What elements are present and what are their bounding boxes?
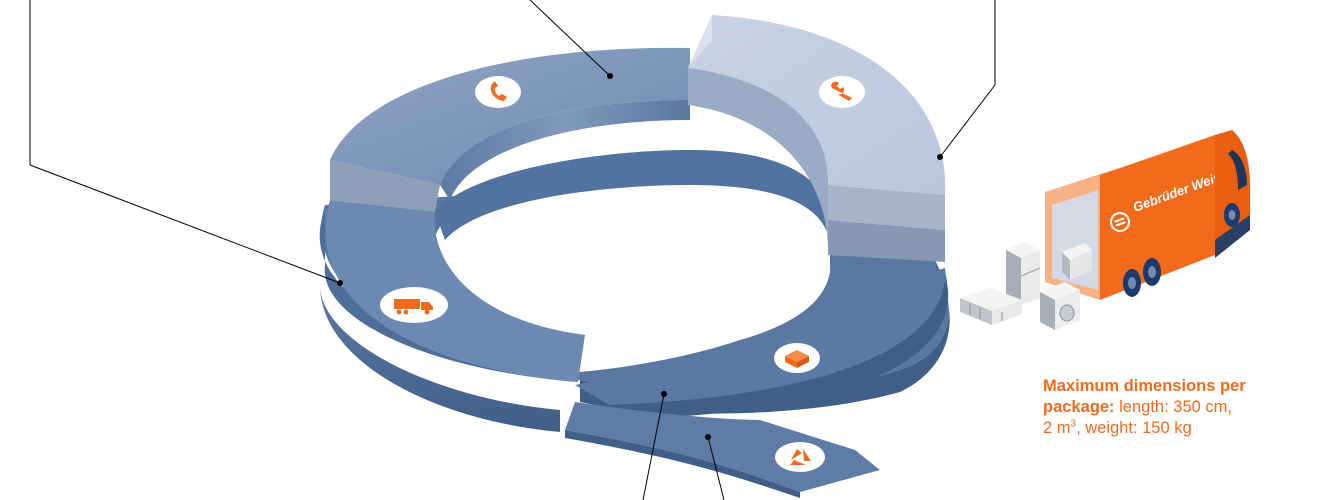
ring-base-side	[320, 285, 560, 432]
washing-machine-icon	[1040, 282, 1080, 330]
recycle-segment	[565, 402, 880, 498]
phone-icon	[475, 76, 521, 108]
box-icon	[774, 343, 820, 373]
brand-logo-icon	[1110, 212, 1130, 232]
leader-line-truck-2	[29, 164, 341, 284]
trailer-side	[1100, 135, 1215, 300]
max-dimensions-callout: Maximum dimensions per package: length: …	[1043, 376, 1303, 439]
truck-segment	[319, 200, 585, 382]
box-segment	[575, 268, 949, 420]
leader-line-phone	[529, 0, 611, 77]
callout-volume-number: 2 m	[1043, 419, 1071, 437]
callout-volume-exponent: 3	[1070, 418, 1077, 430]
truck-windshield	[1228, 150, 1247, 190]
leader-dot-box	[661, 391, 667, 397]
callout-length: length: 350 cm,	[1119, 398, 1232, 416]
truck-bumper	[1215, 215, 1250, 258]
leader-line-wrench-2	[939, 84, 996, 158]
recycle-icon	[775, 442, 825, 472]
boxed-appliance-icon	[1062, 243, 1092, 280]
wrench-icon	[819, 76, 865, 108]
leader-dot-truck	[337, 280, 343, 286]
leader-lines	[29, 0, 996, 500]
leader-line-box	[642, 393, 665, 500]
leader-line-recycle	[707, 436, 725, 500]
leader-dot-phone	[607, 73, 613, 79]
leader-dot-recycle	[705, 434, 711, 440]
leader-dot-wrench	[937, 154, 943, 160]
ring-inner-wall	[435, 150, 832, 270]
fridge-icon	[1006, 242, 1041, 305]
callout-heading: Maximum dimensions per package:	[1043, 377, 1246, 416]
truck-wheels	[1123, 203, 1240, 297]
wrench-segment	[688, 15, 946, 262]
truck-icon	[380, 287, 448, 323]
callout-weight: , weight: 150 kg	[1076, 419, 1192, 437]
kitchen-cabinet-icon	[960, 288, 1022, 325]
phone-segment	[330, 47, 690, 212]
truck-illustration: Gebrüder Weiss	[960, 130, 1250, 330]
